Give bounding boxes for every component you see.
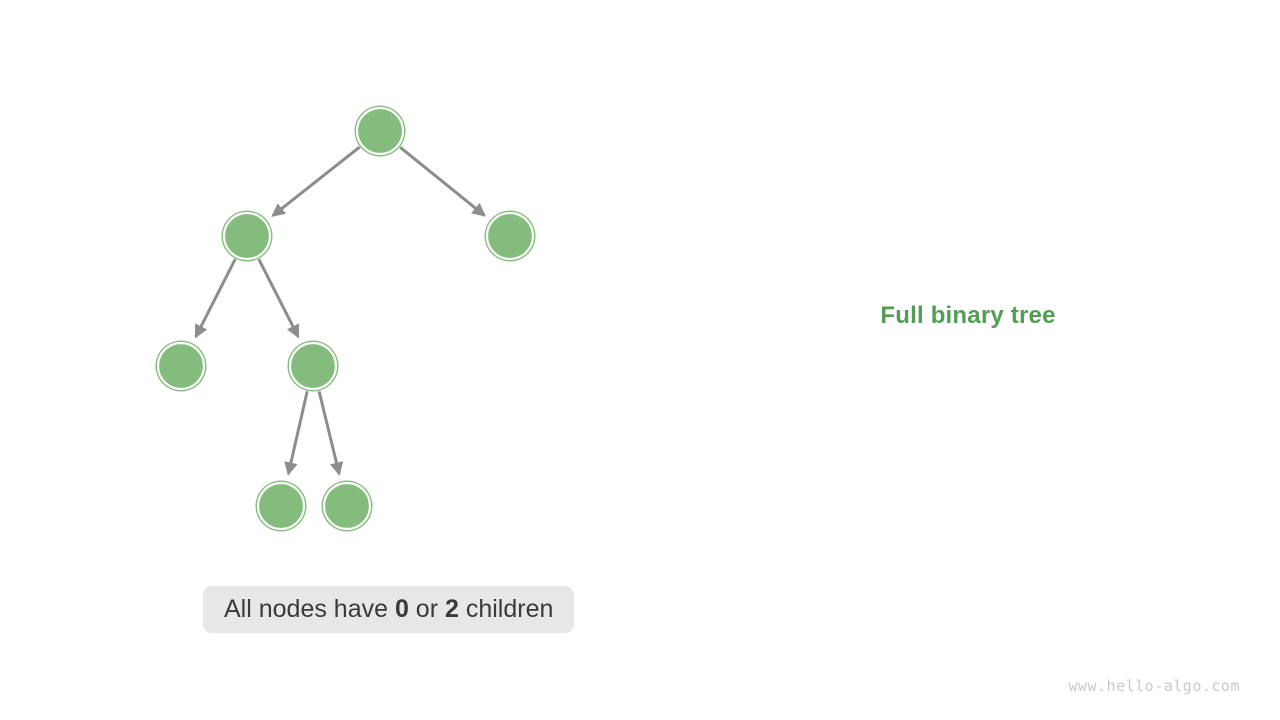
tree-node-LL (155, 340, 207, 392)
caption-box: All nodes have 0 or 2 children (203, 586, 575, 633)
caption-bold-two: 2 (444, 595, 459, 623)
tree-edge-root-L (271, 145, 361, 217)
caption-text-part1: All nodes have (224, 595, 395, 623)
tree-edge-L-LL (194, 258, 237, 339)
tree-node-LRL (255, 480, 307, 532)
watermark: www.hello-algo.com (1068, 677, 1240, 695)
tree-node-L (221, 210, 273, 262)
tree-edge-LR-LRR (317, 390, 344, 476)
caption-bold-zero: 0 (394, 595, 409, 623)
tree-node-root (354, 105, 406, 157)
tree-edge-L-LR (257, 258, 300, 339)
tree-edge-root-R (399, 146, 486, 217)
caption-text-part3: children (458, 595, 554, 623)
tree-node-R (484, 210, 536, 262)
figure-title: Full binary tree (880, 302, 1056, 329)
tree-node-LR (287, 340, 339, 392)
tree-edge-LR-LRL (284, 390, 309, 476)
tree-node-LRR (321, 480, 373, 532)
caption-text-part2: or (408, 595, 445, 623)
